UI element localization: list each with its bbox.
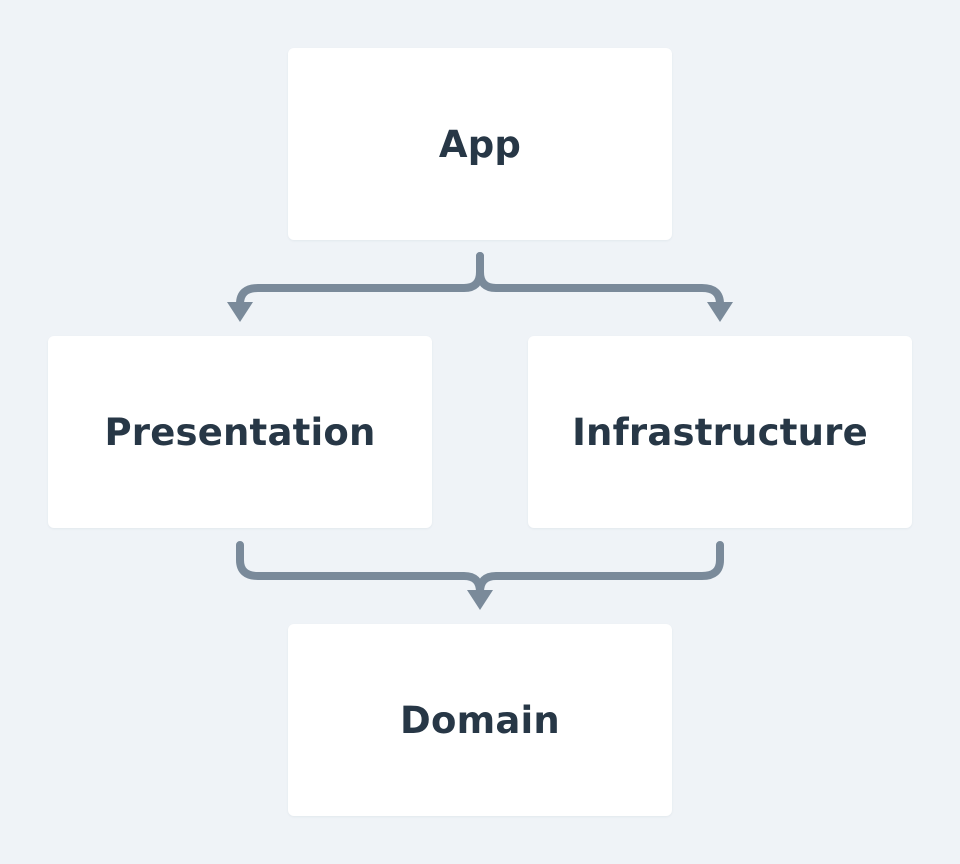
node-domain-label: Domain [400, 698, 560, 742]
connector-app-split [227, 252, 733, 322]
connector-presentation-to-domain [236, 541, 484, 598]
node-infrastructure: Infrastructure [528, 336, 912, 528]
node-presentation-label: Presentation [104, 410, 376, 454]
node-infrastructure-label: Infrastructure [572, 410, 868, 454]
node-app-label: App [438, 122, 522, 166]
connector-app-to-infrastructure [476, 252, 724, 310]
connector-infrastructure-to-domain [476, 541, 724, 598]
arrowhead-to-presentation [227, 302, 253, 322]
arrowhead-to-infrastructure [707, 302, 733, 322]
connector-app-to-presentation [236, 252, 484, 310]
arrowhead-to-domain [467, 590, 493, 610]
node-presentation: Presentation [48, 336, 432, 528]
connector-domain-merge [236, 541, 724, 610]
node-domain: Domain [288, 624, 672, 816]
node-app: App [288, 48, 672, 240]
